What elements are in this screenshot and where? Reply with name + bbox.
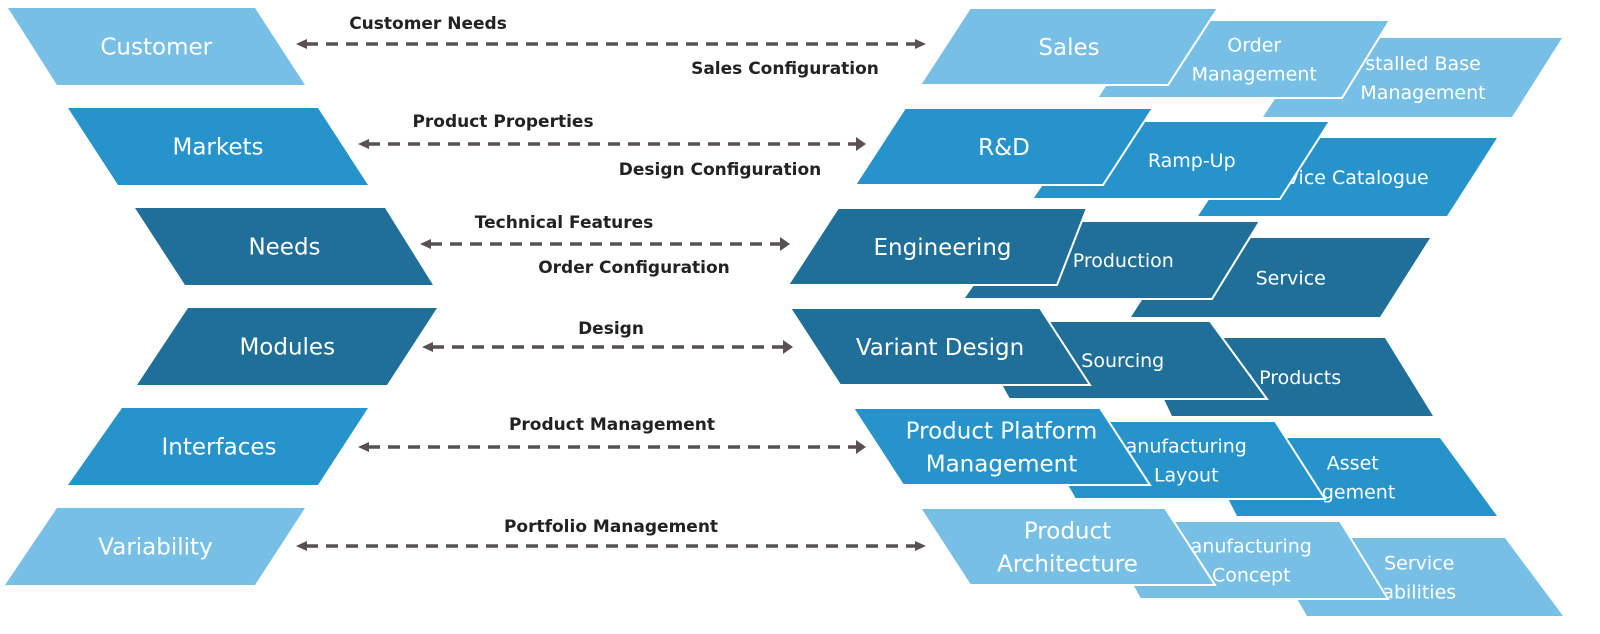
right-shape-label: Service <box>1256 267 1326 289</box>
left-shape-modules: Modules <box>137 308 437 385</box>
right-shape-label: vice Catalogue <box>1287 167 1428 189</box>
arrow-head-left-icon <box>296 541 307 551</box>
connection-design: Design <box>422 319 793 354</box>
parallelogram <box>135 208 433 285</box>
right-shape-label: Asset <box>1327 452 1379 474</box>
left-column: CustomerMarketsNeedsModulesInterfacesVar… <box>5 8 437 585</box>
connection-portfolio-management: Portfolio Management <box>296 517 926 551</box>
left-shape-variability: Variability <box>5 508 305 585</box>
right-shape-label: stalled Base <box>1365 53 1481 75</box>
arrow-head-left-icon <box>420 239 431 249</box>
parallelogram <box>851 407 1152 486</box>
right-row-6: ServiceabilitiesanufacturingConceptProdu… <box>918 507 1563 616</box>
right-column: stalled BaseManagementOrderManagementSal… <box>786 7 1563 616</box>
arrow-head-left-icon <box>358 442 369 452</box>
right-shape-label: agement <box>1310 481 1395 503</box>
parallelogram <box>918 507 1217 586</box>
connection-label-below: Order Configuration <box>538 258 730 278</box>
connection-label-above: Product Properties <box>412 112 593 132</box>
right-shape-label: Sales <box>1038 35 1099 61</box>
right-row-4: e Products Sourcing Variant Design <box>788 307 1433 416</box>
right-row-1: stalled BaseManagementOrderManagementSal… <box>918 7 1562 117</box>
arrow-head-right-icon <box>915 541 926 551</box>
right-shape-engineering: Engineering <box>786 207 1089 286</box>
right-shape-label: Product <box>1024 518 1111 544</box>
left-shape-label: Needs <box>248 235 320 261</box>
left-shape-label: Customer <box>100 35 212 61</box>
right-shape-label: Sourcing <box>1081 350 1164 372</box>
right-shape-label: Concept <box>1212 564 1291 586</box>
parallelogram <box>137 308 437 385</box>
right-row-3: Service Production Engineering <box>786 207 1430 317</box>
parallelogram <box>68 108 368 185</box>
left-shape-needs: Needs <box>135 208 433 285</box>
parallelogram <box>786 207 1089 286</box>
right-shape-label: e Products <box>1241 367 1341 389</box>
left-shape-markets: Markets <box>68 108 368 185</box>
connection-product-management: Product Management <box>358 415 866 454</box>
right-shape-label: Engineering <box>874 235 1012 261</box>
right-shape-label: Layout <box>1154 464 1219 486</box>
arrow-head-right-icon <box>783 340 793 354</box>
left-shape-label: Modules <box>239 335 335 361</box>
left-shape-label: Markets <box>172 135 263 161</box>
right-shape-label: Management <box>1360 82 1485 104</box>
parallelogram <box>5 508 305 585</box>
right-shape-label: R&D <box>978 135 1030 161</box>
right-shape-r-d: R&D <box>853 107 1155 186</box>
connection-label-above: Design <box>578 319 644 339</box>
right-row-2: vice Catalogue Ramp-Up R&D <box>853 107 1497 216</box>
left-shape-customer: Customer <box>8 8 305 85</box>
right-shape-sales: Sales <box>918 7 1220 86</box>
arrow-head-right-icon <box>780 237 790 251</box>
arrow-head-right-icon <box>856 440 866 454</box>
parallelogram <box>918 7 1220 86</box>
right-shape-label: Management <box>1192 63 1317 85</box>
right-shape-label: Production <box>1073 250 1174 272</box>
arrow-head-left-icon <box>422 342 433 352</box>
right-shape-variant-design: Variant Design <box>788 307 1092 386</box>
arrow-head-left-icon <box>358 139 369 149</box>
left-shape-label: Variability <box>98 535 212 561</box>
left-shape-label: Interfaces <box>162 435 277 461</box>
right-shape-label: Order <box>1227 34 1281 56</box>
left-shape-interfaces: Interfaces <box>68 408 368 485</box>
connection-label-below: Sales Configuration <box>691 59 879 79</box>
right-shape-label: abilities <box>1382 581 1456 603</box>
right-shape-label: Architecture <box>997 551 1138 577</box>
right-shape-label: Management <box>926 451 1078 477</box>
right-shape-label: Service <box>1384 552 1454 574</box>
arrow-head-right-icon <box>915 39 926 49</box>
parallelogram <box>853 107 1155 186</box>
arrow-head-right-icon <box>856 137 866 151</box>
right-shape-label: Product Platform <box>906 418 1098 444</box>
right-shape-label: Variant Design <box>856 335 1024 361</box>
connection-label-below: Design Configuration <box>619 160 822 180</box>
parallelogram <box>8 8 305 85</box>
connection-label-above: Product Management <box>509 415 715 435</box>
right-shape-label: anufacturing <box>1126 435 1247 457</box>
parallelogram <box>68 408 368 485</box>
right-shape-label: Ramp-Up <box>1148 150 1236 172</box>
arrow-head-left-icon <box>296 39 307 49</box>
right-shape-label: anufacturing <box>1191 535 1312 557</box>
parallelogram <box>788 307 1092 386</box>
connection-label-above: Technical Features <box>475 213 653 233</box>
connection-label-above: Customer Needs <box>349 14 507 34</box>
connection-label-above: Portfolio Management <box>504 517 718 537</box>
